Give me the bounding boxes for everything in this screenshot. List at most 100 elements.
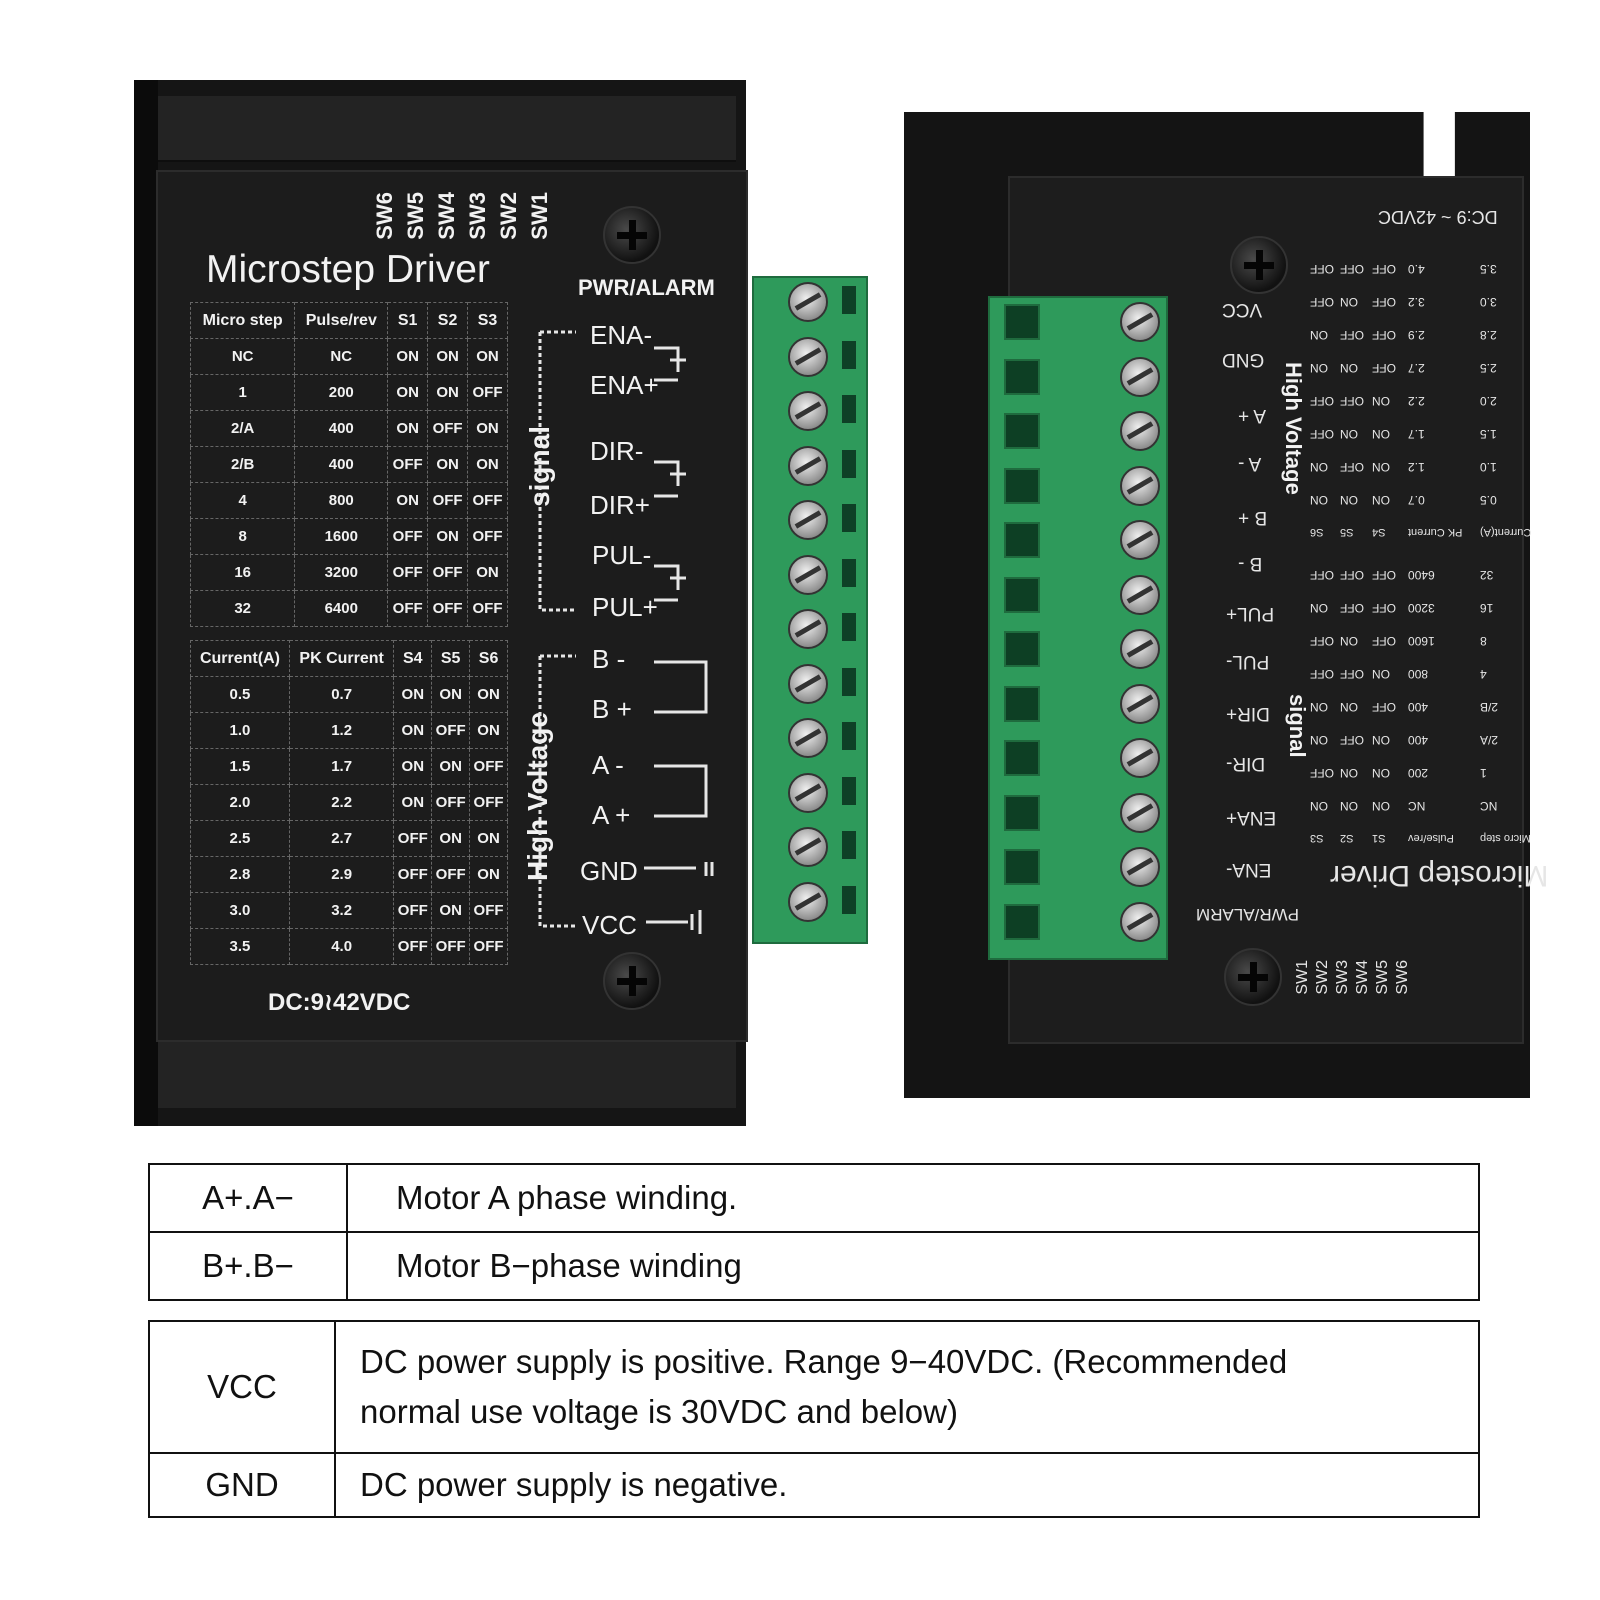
terminal-screw-icon[interactable] — [788, 609, 828, 649]
terminal-screw-icon[interactable] — [1120, 738, 1160, 778]
current-cell: OFF — [431, 784, 471, 821]
rear-pin-a-minus: A - — [1238, 453, 1262, 474]
heatsink-bottom-fin — [158, 1036, 736, 1108]
microstep-cell: 800 — [294, 482, 389, 519]
rear-microstep-cell: 200 — [1408, 766, 1429, 780]
rear-current-cell: 2.5 — [1480, 361, 1497, 375]
current-cell: ON — [393, 676, 433, 713]
terminal-slot — [842, 449, 856, 478]
pin-label-pul-plus: PUL+ — [592, 592, 658, 622]
terminal-screw-icon[interactable] — [788, 445, 828, 486]
rear-microstep-cell: OFF — [1340, 568, 1364, 582]
rear-microstep-cell: 2/B — [1480, 700, 1499, 714]
rear-current-cell: 1.5 — [1480, 427, 1497, 441]
terminal-screw-icon[interactable] — [1120, 520, 1160, 560]
current-header-cell: S5 — [431, 640, 471, 677]
rear-current-cell: ON — [1310, 493, 1328, 507]
rear-microstep-cell: OFF — [1372, 568, 1396, 582]
current-cell: OFF — [469, 928, 508, 965]
terminal-screw-icon[interactable] — [788, 827, 828, 867]
microstep-cell: OFF — [387, 518, 429, 555]
current-cell: OFF — [431, 856, 471, 893]
rear-microstep-cell: 3200 — [1408, 601, 1435, 615]
terminal-screw-icon[interactable] — [788, 391, 828, 431]
terminal-screw-icon[interactable] — [788, 663, 828, 704]
microstep-header-cell: S3 — [467, 302, 508, 339]
microstep-cell: ON — [387, 338, 429, 375]
terminal-screw-icon[interactable] — [788, 881, 828, 922]
current-cell: 3.5 — [190, 928, 290, 965]
current-header-cell: S6 — [469, 640, 508, 677]
rear-pin-gnd: GND — [1222, 349, 1265, 370]
pin-label-b-plus: B + — [592, 694, 632, 724]
microstep-cell: 2/B — [189, 446, 296, 483]
microstep-cell: OFF — [387, 554, 429, 591]
rear-microstep-cell: Micro step — [1480, 832, 1531, 844]
rear-current-cell: OFF — [1372, 328, 1396, 342]
rear-microstep-cell: OFF — [1340, 733, 1364, 747]
pin-label-ena-plus: ENA+ — [590, 370, 659, 400]
rear-current-cell: OFF — [1372, 361, 1396, 375]
terminal-screw-icon[interactable] — [788, 772, 828, 813]
microstep-cell: 16 — [189, 554, 296, 591]
rear-microstep-cell: ON — [1372, 733, 1390, 747]
microstep-cell: OFF — [467, 482, 508, 519]
terminal-socket — [1004, 903, 1040, 940]
terminal-screw-icon[interactable] — [788, 500, 828, 540]
vcc-desc-line2: normal use voltage is 30VDC and below) — [360, 1393, 958, 1430]
current-cell: ON — [431, 676, 471, 713]
terminal-slot — [842, 504, 856, 532]
microstep-cell: ON — [387, 410, 429, 447]
terminal-socket — [1004, 794, 1040, 831]
terminal-screw-icon[interactable] — [788, 336, 828, 377]
terminal-screw-icon[interactable] — [1120, 411, 1160, 451]
current-header-cell: PK Current — [288, 640, 395, 677]
terminal-screw-icon[interactable] — [1120, 574, 1160, 615]
current-cell: 2.8 — [190, 856, 290, 893]
current-cell: OFF — [393, 928, 433, 965]
terminal-screw-icon[interactable] — [1120, 356, 1160, 397]
vcc-desc: DC power supply is positive. Range 9−40V… — [334, 1320, 1480, 1454]
terminal-socket — [1004, 304, 1040, 340]
terminal-slot — [842, 286, 856, 314]
rear-current-cell: 2.8 — [1480, 328, 1497, 342]
switch-label-sw5: SW5 — [403, 192, 428, 240]
microstep-header-cell: S2 — [427, 302, 469, 339]
terminal-screw-icon[interactable] — [1120, 792, 1160, 833]
rear-current-cell: 0.5 — [1480, 493, 1497, 507]
microstep-header-cell: Micro step — [189, 302, 296, 339]
microstep-cell: OFF — [427, 590, 469, 627]
rear-microstep-cell: ON — [1340, 634, 1358, 648]
terminal-screw-icon[interactable] — [1120, 901, 1160, 942]
terminal-screw-icon[interactable] — [1120, 683, 1160, 724]
rear-microstep-cell: 400 — [1408, 733, 1429, 747]
terminal-screw-icon[interactable] — [1120, 302, 1160, 342]
vcc-desc-line1: DC power supply is positive. Range 9−40V… — [360, 1343, 1288, 1380]
terminal-slot — [842, 831, 856, 859]
terminal-socket — [1004, 631, 1040, 667]
pin-label-a-plus: A + — [592, 800, 631, 830]
microstep-cell: OFF — [427, 554, 469, 591]
pin-label-gnd: GND — [580, 856, 638, 886]
rear-pin-vcc: VCC — [1222, 299, 1263, 320]
terminal-screw-icon[interactable] — [1120, 629, 1160, 669]
terminal-screw-icon[interactable] — [788, 554, 828, 595]
rear-microstep-cell: ON — [1372, 766, 1390, 780]
vcc-key: VCC — [148, 1320, 336, 1454]
terminal-screw-icon[interactable] — [788, 718, 828, 758]
rear-pwr-alarm-label: PWR/ALARM — [1196, 905, 1299, 924]
rear-microstep-cell: 32 — [1480, 568, 1494, 582]
rear-microstep-cell: ON — [1372, 799, 1390, 813]
terminal-screw-icon[interactable] — [1120, 465, 1160, 506]
terminal-screw-icon[interactable] — [788, 282, 828, 322]
pin-label-vcc: VCC — [582, 910, 637, 940]
rear-current-cell: ON — [1340, 295, 1358, 309]
terminal-screw-icon[interactable] — [1120, 847, 1160, 887]
terminal-socket — [1004, 467, 1040, 504]
current-cell: ON — [469, 820, 508, 857]
microstep-cell: ON — [427, 338, 469, 375]
